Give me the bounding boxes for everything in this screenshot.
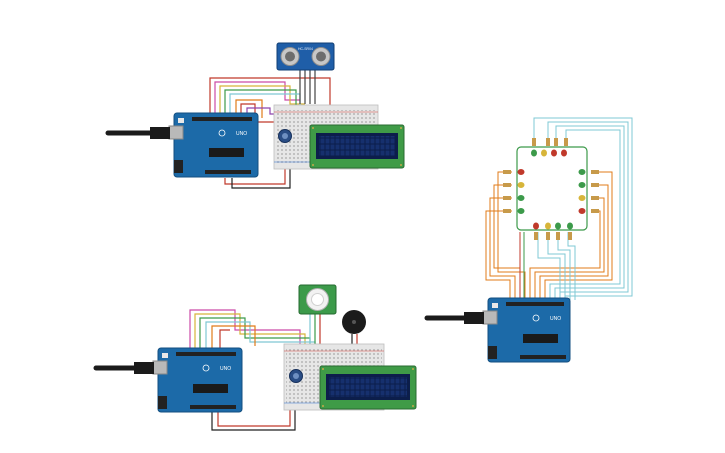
arduino-3-logo: UNO [550, 316, 561, 322]
arduino-board-3: UNO [482, 297, 571, 363]
circuit-ultrasonic-lcd: HC-SR04 UNO [105, 42, 405, 189]
usb-cable-2 [93, 362, 154, 374]
buzzer [342, 310, 366, 334]
arduino-board-1: UNO [168, 112, 259, 178]
ultrasonic-sensor: HC-SR04 [276, 42, 335, 71]
traffic-junction-box [516, 146, 588, 231]
arduino-board-2: UNO [152, 347, 243, 413]
traffic-lights-right [578, 169, 599, 214]
circuit-traffic-lights: UNO [424, 117, 633, 363]
traffic-lights-left [503, 169, 525, 214]
lcd-display-1 [309, 124, 405, 169]
arduino-1-logo: UNO [236, 131, 247, 137]
wires-circuit-1 [209, 70, 345, 189]
circuit-pir-buzzer-lcd: UNO [93, 284, 417, 431]
lcd-display-2 [319, 365, 417, 410]
usb-cable-3 [424, 312, 484, 324]
usb-cable-1 [105, 127, 170, 139]
potentiometer-2 [289, 369, 303, 383]
pir-sensor [298, 284, 337, 315]
traffic-lights-top [531, 138, 568, 157]
traffic-lights-bottom [533, 222, 573, 240]
potentiometer-1 [278, 129, 292, 143]
arduino-2-logo: UNO [220, 366, 231, 372]
ultrasonic-label: HC-SR04 [298, 47, 313, 51]
